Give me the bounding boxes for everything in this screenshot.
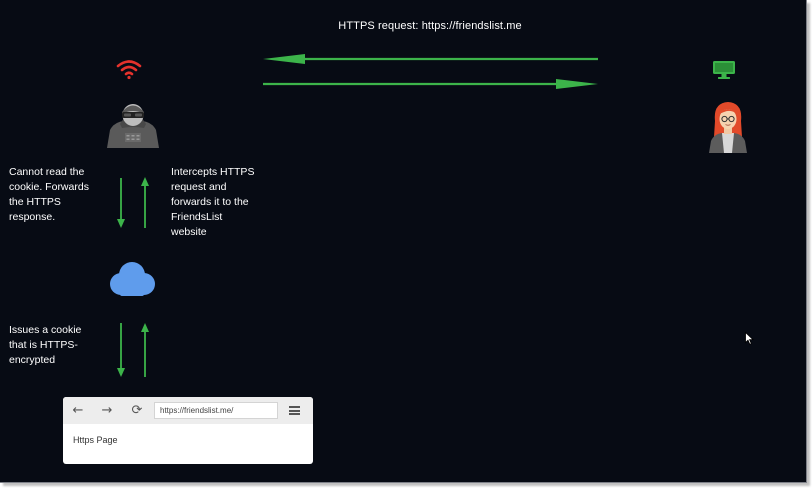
hamburger-menu-icon[interactable]	[289, 406, 300, 415]
arrows-attacker-cloud	[117, 177, 149, 228]
cloud-icon	[110, 262, 155, 296]
note-cannot-read-cookie: Cannot read the cookie. Forwards the HTT…	[9, 166, 89, 223]
arrows-cloud-browser	[117, 323, 149, 377]
arrow-down	[117, 323, 125, 377]
arrow-up	[141, 177, 149, 228]
note-intercepts-request: Intercepts HTTPS request and forwards it…	[171, 166, 255, 238]
forward-icon[interactable]: →	[101, 403, 113, 418]
back-icon[interactable]: ←	[72, 403, 84, 418]
arrow-down	[117, 178, 125, 228]
note-issues-cookie: Issues a cookie that is HTTPS- encrypted	[9, 324, 82, 366]
browser-toolbar: ← → ⟳ https://friendslist.me/	[63, 397, 313, 424]
browser-window: ← → ⟳ https://friendslist.me/ Https Page	[63, 397, 313, 464]
page-content-label: Https Page	[73, 435, 118, 445]
reload-icon[interactable]: ⟳	[131, 403, 143, 418]
arrow-to-user	[263, 79, 598, 89]
wifi-icon	[116, 60, 142, 80]
url-field[interactable]: https://friendslist.me/	[154, 402, 278, 419]
mouse-cursor-icon	[745, 331, 755, 345]
monitor-icon	[713, 61, 735, 79]
user-avatar-icon	[709, 102, 747, 153]
arrow-to-attacker	[263, 54, 598, 64]
diagram-title: HTTPS request: https://friendslist.me	[338, 20, 522, 32]
hacker-icon	[107, 104, 159, 148]
arrow-up	[141, 323, 149, 377]
